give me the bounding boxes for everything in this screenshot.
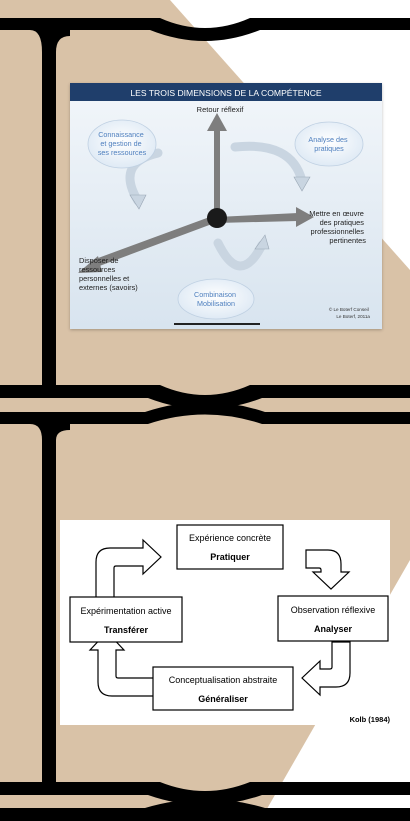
label-right-line-4: pertinentes: [329, 236, 366, 245]
box-right-line-1: Observation réflexive: [291, 605, 376, 615]
axis-up: [214, 129, 220, 219]
competence-diagram-card: LES TROIS DIMENSIONS DE LA COMPÉTENCE Re…: [70, 83, 382, 329]
label-left-line-2: ressources: [79, 265, 115, 274]
credit-line-1: © Le Boterf Conseil: [329, 306, 369, 312]
kolb-cycle-diagram: Expérience concrète Pratiquer Observatio…: [69, 524, 390, 724]
bubble-analyse-line-1: Analyse des: [308, 135, 348, 144]
box-bottom-line-1: Conceptualisation abstraite: [169, 675, 278, 685]
bubble-combinaison-line-1: Combinaison: [194, 290, 236, 299]
label-left-line-3: personnelles et: [79, 274, 129, 283]
label-mettre-en-oeuvre: Mettre en œuvre des pratiques profession…: [309, 209, 366, 245]
axis-left-down: [90, 215, 220, 268]
frame-bottom-bulge: [0, 799, 410, 821]
bubble-connaissance-text: Connaissance et gestion de ses ressource…: [98, 130, 147, 157]
box-conceptualisation-abstraite: Conceptualisation abstraite Généraliser: [152, 666, 294, 711]
curved-arrow-bottom-head: [254, 234, 270, 250]
box-left-line-2: Transférer: [104, 625, 149, 635]
bubble-combinaison-line-2: Mobilisation: [197, 299, 235, 308]
box-top-line-2: Pratiquer: [210, 552, 250, 562]
label-left-line-4: externes (savoirs): [79, 283, 138, 292]
label-left-line-1: Disposer de: [79, 256, 118, 265]
bubble-connaissance-line-3: ses ressources: [98, 148, 147, 157]
frame-1-left-bar: [42, 40, 56, 385]
axis-left-down-head: [78, 256, 102, 273]
box-experimentation-active: Expérimentation active Transférer: [69, 596, 183, 643]
curved-arrow-right-head: [293, 176, 311, 192]
box-bottom-line-2: Généraliser: [198, 694, 248, 704]
frame-divider-bulge: [0, 402, 410, 424]
label-right-line-3: professionnelles: [311, 227, 365, 236]
frame-2-left-curl: [30, 424, 70, 440]
label-right-line-2: des pratiques: [320, 218, 365, 227]
kolb-cycle-card: Expérience concrète Pratiquer Observatio…: [60, 520, 390, 725]
bubble-analyse-line-2: pratiques: [314, 144, 344, 153]
box-observation-reflexive: Observation réflexive Analyser: [277, 595, 389, 642]
curved-arrow-left-head: [129, 194, 147, 210]
diagram-title: LES TROIS DIMENSIONS DE LA COMPÉTENCE: [130, 88, 322, 98]
axis-up-head: [207, 113, 227, 131]
box-left-line-1: Expérimentation active: [80, 606, 171, 616]
curved-arrow-bottom: [213, 238, 267, 271]
competence-diagram: LES TROIS DIMENSIONS DE LA COMPÉTENCE Re…: [70, 83, 382, 329]
credit-line-2: Le Boterf, 2011a: [336, 314, 370, 319]
box-right-line-2: Analyser: [314, 624, 353, 634]
axis-right-head: [296, 207, 314, 227]
bubble-combinaison: [177, 278, 255, 320]
frame-1-divider: [0, 385, 410, 409]
box-experience-concrete: Expérience concrète Pratiquer: [176, 524, 284, 570]
axis-origin: [207, 208, 227, 228]
diagram-header-bar: [70, 83, 382, 101]
frame-top: [0, 18, 410, 41]
axis-right: [217, 213, 298, 223]
bubble-connaissance: [87, 119, 157, 169]
axis-top-label: Retour réflexif: [197, 105, 245, 114]
arrow-right-to-bottom: [301, 641, 351, 697]
bubble-connaissance-line-1: Connaissance: [98, 130, 144, 139]
label-disposer: Disposer de ressources personnelles et e…: [79, 256, 138, 292]
bubble-combinaison-text: Combinaison Mobilisation: [194, 290, 238, 308]
box-top-line-1: Expérience concrète: [189, 533, 271, 543]
diagram-credit: © Le Boterf Conseil Le Boterf, 2011a: [329, 306, 371, 319]
curved-arrow-right: [230, 141, 307, 186]
label-right-line-1: Mettre en œuvre: [309, 209, 364, 218]
frame-2-left-bar: [42, 424, 56, 784]
bubble-connaissance-line-2: et gestion de: [100, 139, 141, 148]
arrow-left-to-top: [95, 538, 162, 604]
bubble-analyse: [294, 121, 364, 167]
kolb-source: Kolb (1984): [350, 715, 390, 724]
bubble-analyse-text: Analyse des pratiques: [308, 135, 349, 153]
arrow-top-to-right: [305, 549, 351, 590]
frame-2-bottom: [0, 782, 410, 805]
